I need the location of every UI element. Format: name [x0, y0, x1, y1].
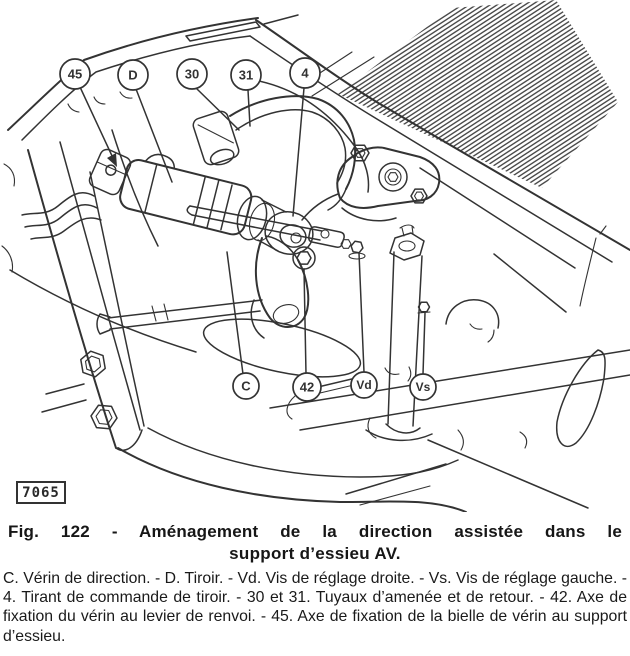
callout-Vd-label: Vd [356, 378, 371, 392]
callout-C: C [232, 372, 260, 400]
caption-line-2: support d’essieu AV. [229, 543, 401, 563]
callouts: 45 D 30 31 4 C [59, 57, 437, 402]
adjusting-screw-left [417, 301, 431, 314]
callout-42-label: 42 [300, 380, 314, 395]
frame-bolt-lower [90, 404, 118, 430]
callout-4-label: 4 [301, 66, 309, 81]
photo-number-badge: 7065 [16, 481, 66, 504]
strut [365, 224, 433, 442]
figure-caption: Fig. 122 - Aménagement de la direction a… [0, 521, 630, 565]
frame-bolt-upper [80, 350, 106, 378]
callout-31: 31 [230, 59, 262, 91]
caption-line-1: Fig. 122 - Aménagement de la direction a… [8, 522, 622, 541]
callout-45-label: 45 [68, 67, 82, 82]
callout-4: 4 [289, 57, 321, 89]
callout-C-label: C [241, 379, 251, 394]
steering-linkage [96, 205, 366, 339]
callout-31-label: 31 [239, 68, 253, 83]
hoses-left [21, 192, 102, 240]
mount-bracket [301, 144, 441, 222]
cylinder-clevis [88, 148, 132, 196]
callout-30: 30 [176, 58, 208, 90]
callout-D: D [117, 59, 149, 91]
supply-return-pipes [192, 79, 370, 211]
steering-cylinder [21, 148, 314, 255]
callout-D-label: D [128, 68, 137, 83]
callout-Vs-label: Vs [416, 380, 431, 394]
callout-Vd: Vd [350, 371, 378, 399]
figure-legend: C. Vérin de direction. - D. Tiroir. - Vd… [3, 569, 627, 645]
figure-122: 45 D 30 31 4 C [1, 0, 630, 512]
steering-diagram: 45 D 30 31 4 C [1, 0, 630, 512]
axle-support-frame [1, 14, 630, 512]
callout-45: 45 [59, 58, 91, 90]
callout-Vs: Vs [409, 373, 437, 401]
arrow-45 [107, 153, 117, 167]
callout-30-label: 30 [185, 67, 199, 82]
callout-42: 42 [292, 372, 322, 402]
